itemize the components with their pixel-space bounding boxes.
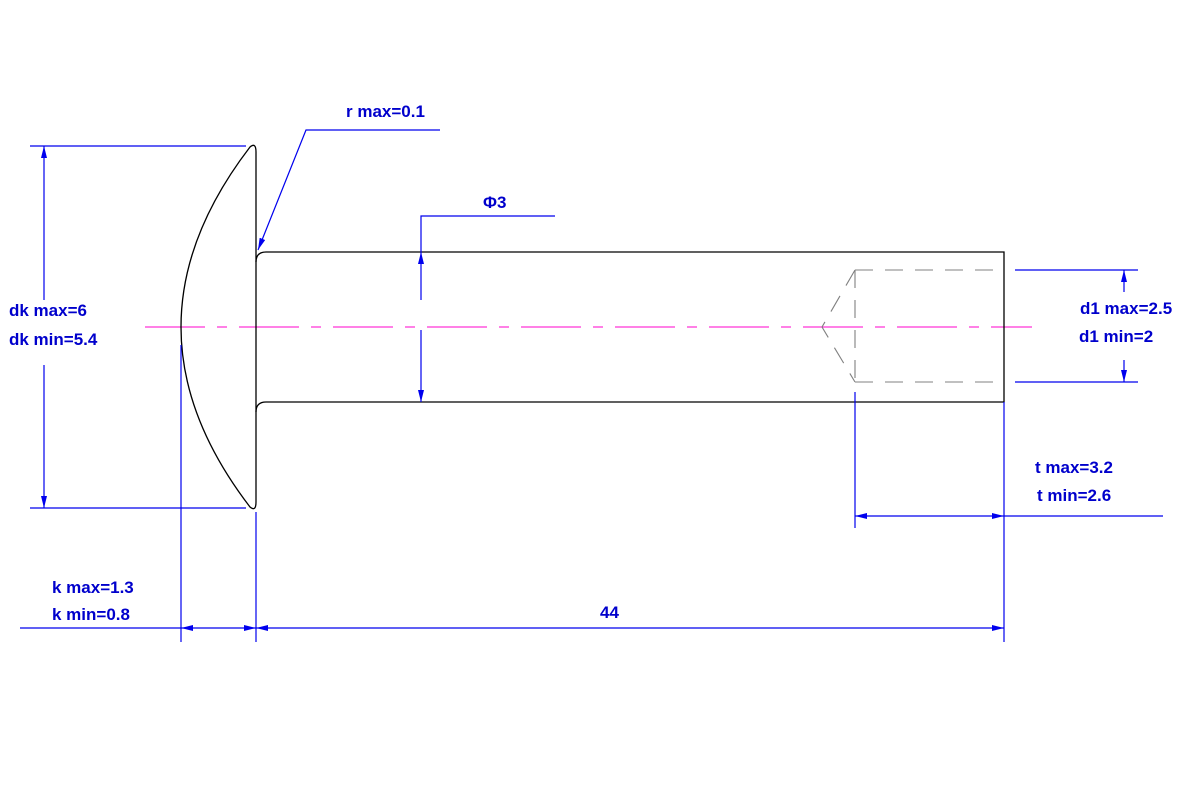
r-label: r max=0.1 [346,102,425,121]
rivet-shank [255,251,1005,413]
t-max-label: t max=3.2 [1035,458,1113,477]
dimensions [20,129,1163,642]
d1-min-label: d1 min=2 [1079,327,1153,346]
diameter-leader [420,215,555,252]
hidden-hole [821,269,1004,383]
diameter-label: Φ3 [483,193,506,212]
dk-max-label: dk max=6 [9,301,87,320]
rivet-part [180,144,1005,510]
rivet-head [180,144,257,510]
k-min-label: k min=0.8 [52,605,130,624]
d1-max-label: d1 max=2.5 [1080,299,1172,318]
k-max-label: k max=1.3 [52,578,134,597]
r-leader [257,129,440,251]
dk-min-label: dk min=5.4 [9,330,98,349]
length-label: 44 [600,603,619,622]
t-min-label: t min=2.6 [1037,486,1111,505]
